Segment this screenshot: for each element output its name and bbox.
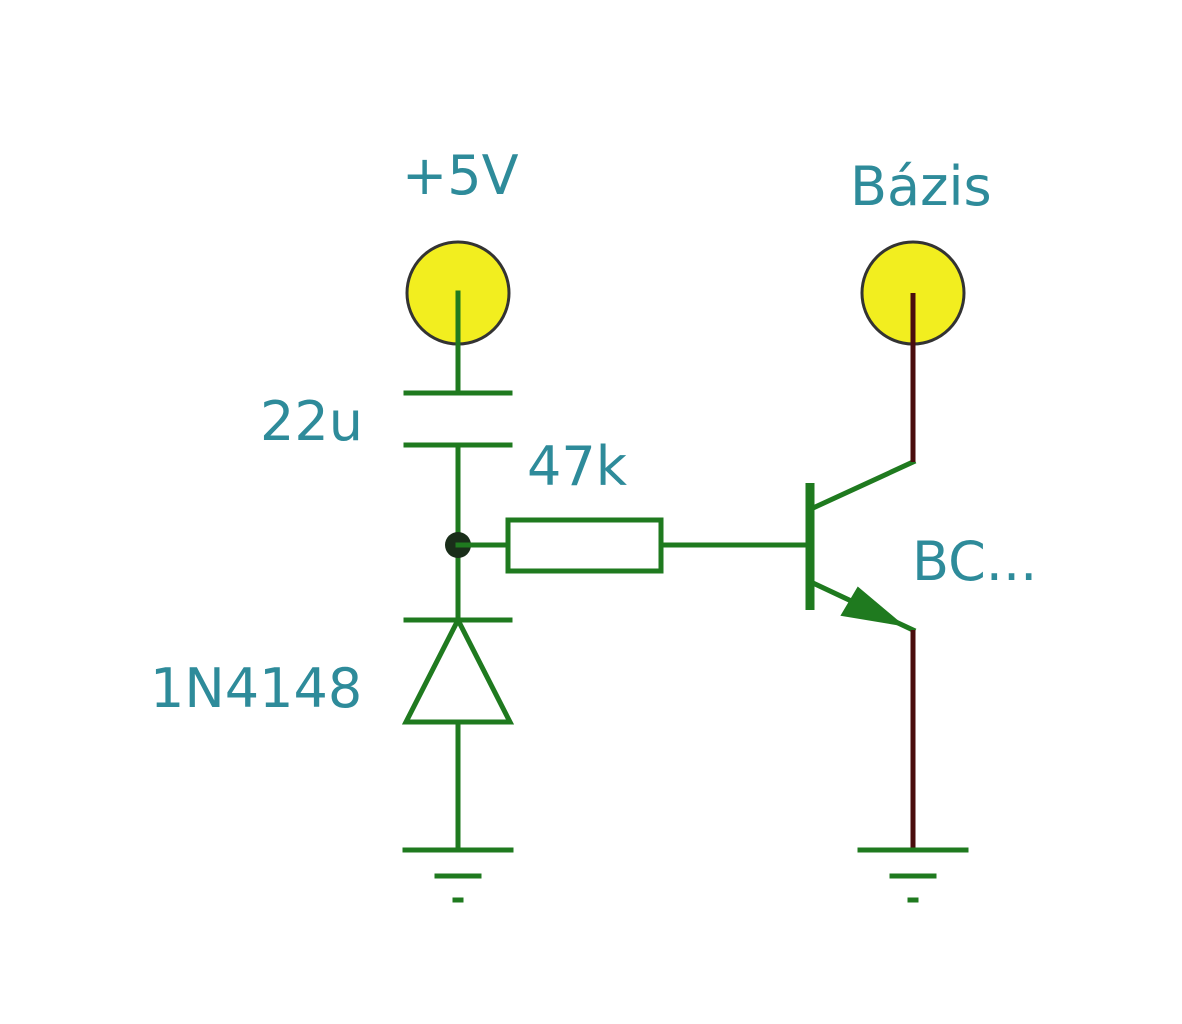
transistor-collector: [809, 458, 917, 512]
supply-label: +5V: [402, 144, 519, 207]
diode-label: 1N4148: [150, 657, 362, 720]
ground-symbol-right: [857, 847, 969, 903]
resistor-label: 47k: [527, 435, 628, 498]
ground-symbol-left: [402, 847, 514, 903]
diode-triangle: [401, 614, 515, 725]
transistor-emitter-arrow: [840, 586, 906, 627]
transistor-label: BC...: [912, 530, 1037, 593]
output-label: Bázis: [850, 155, 992, 218]
capacitor-label: 22u: [260, 390, 363, 453]
resistor-body: [505, 517, 664, 574]
